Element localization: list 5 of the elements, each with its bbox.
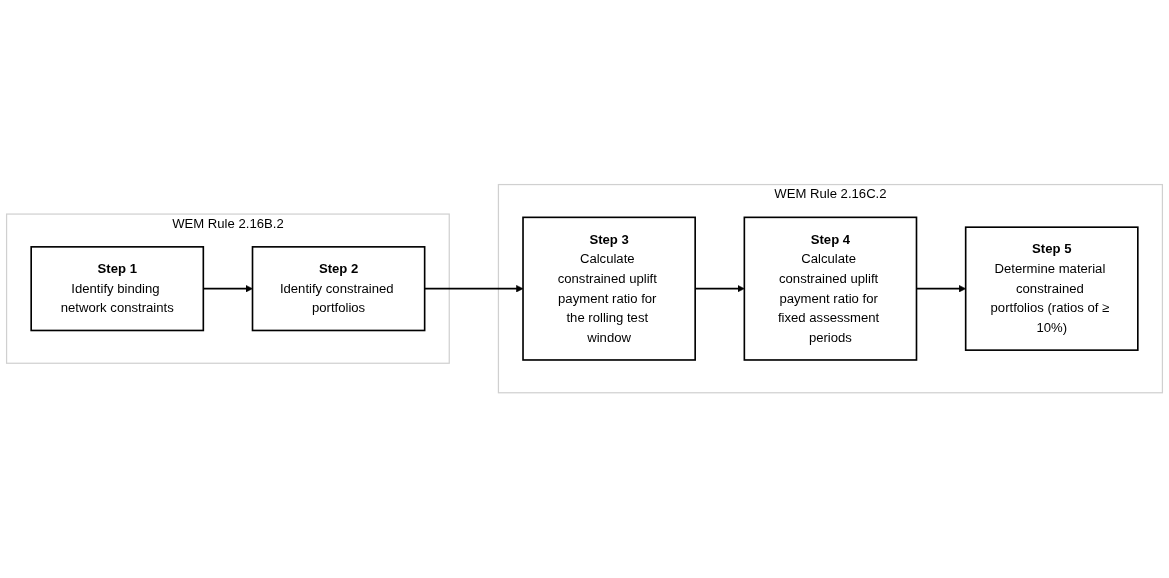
node-box: Step 1 Identify binding network constraints	[30, 246, 205, 332]
node-box: Step 5 Determine material constrained portfolios (ratios of ≥ 10%)	[964, 226, 1139, 352]
node-box: Step 3 Calculate constrained uplift payment ratio for the rolling test window	[522, 216, 696, 362]
node-box: Step 4 Calculate constrained uplift payment ratio for fixed assessment periods	[743, 216, 918, 362]
node-box: Step 2 Identify constrained portfolios	[251, 246, 426, 332]
